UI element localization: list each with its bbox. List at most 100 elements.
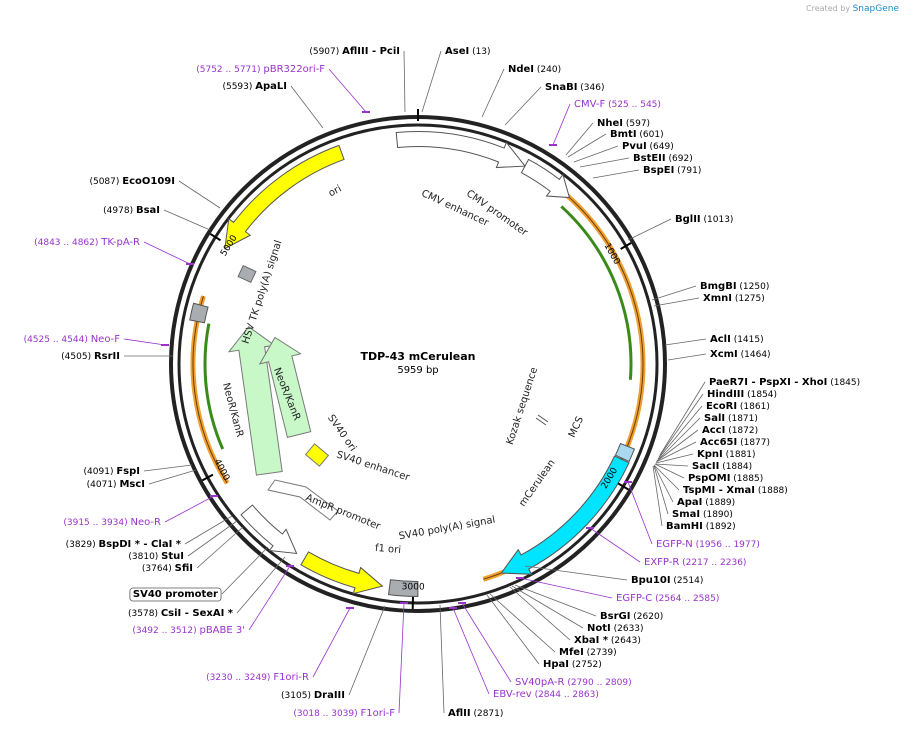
restriction-site[interactable]: Bpu10I (2514): [524, 565, 703, 586]
restriction-site[interactable]: BstEII (692): [579, 153, 693, 168]
site-leader: [489, 593, 556, 653]
site-label: (4843 .. 4862) TK-pA-R: [34, 237, 140, 248]
restriction-site[interactable]: KpnI (1881): [655, 449, 756, 464]
restriction-site[interactable]: BmtI (601): [567, 129, 664, 158]
site-label: SalI (1871): [704, 413, 758, 424]
site-leader: [627, 481, 653, 545]
restriction-site[interactable]: (5087) EcoO109I: [89, 176, 221, 209]
primer-site[interactable]: EXFP-R (2217 .. 2236): [586, 527, 746, 568]
primer-site[interactable]: (3018 .. 3039) F1ori-F: [293, 602, 408, 719]
restriction-site[interactable]: NdeI (240): [481, 64, 561, 118]
restriction-site[interactable]: XmnI (1275): [653, 293, 765, 307]
restriction-site[interactable]: (3764) SfiI: [142, 526, 244, 574]
callout-box: [129, 587, 222, 602]
restriction-site[interactable]: BglII (1013): [627, 214, 733, 241]
site-label: XmnI (1275): [703, 293, 765, 304]
restriction-site[interactable]: (4091) FspI: [84, 464, 193, 477]
restriction-site[interactable]: (4505) RsrII: [61, 351, 173, 362]
kozak-marker-1: [535, 417, 547, 426]
restriction-site[interactable]: NheI (597): [565, 118, 650, 156]
restriction-site[interactable]: PaeR7I - PspXI - XhoI (1845): [659, 377, 860, 456]
site-label: PaeR7I - PspXI - XhoI (1845): [709, 377, 860, 388]
restriction-site[interactable]: SmaI (1890): [653, 465, 733, 520]
site-leader: [461, 602, 512, 683]
restriction-site[interactable]: (3105) DraIII: [281, 605, 386, 701]
site-leader: [589, 527, 641, 563]
restriction-site[interactable]: (5593) ApaLI: [222, 81, 324, 129]
site-leader: [653, 465, 669, 515]
restriction-site[interactable]: HindIII (1854): [658, 389, 777, 458]
site-leader: [592, 169, 640, 179]
restriction-site[interactable]: (3810) StuI: [128, 520, 238, 562]
restriction-site[interactable]: Acc65I (1877): [655, 437, 770, 463]
restriction-site[interactable]: (3829) BspDI * - ClaI *: [66, 515, 233, 550]
site-leader: [654, 463, 685, 479]
feature-cmv-enhancer: [395, 131, 526, 169]
restriction-site[interactable]: (4071) MscI: [87, 469, 197, 490]
site-label: SacII (1884): [692, 461, 752, 472]
primer-site[interactable]: EGFP-C (2564 .. 2585): [516, 577, 719, 604]
primer-site[interactable]: (3915 .. 3934) Neo-R: [63, 495, 218, 528]
site-leader: [656, 429, 699, 462]
restriction-site[interactable]: HpaI (2752): [486, 594, 602, 670]
restriction-site[interactable]: XbaI * (2643): [509, 586, 641, 646]
primer-site[interactable]: SV40pA-R (2790 .. 2809): [458, 602, 632, 688]
restriction-site[interactable]: PspOMI (1885): [654, 463, 763, 484]
primer-site[interactable]: EGFP-N (1956 .. 1977): [624, 481, 760, 550]
restriction-site[interactable]: (3578) CsiI - SexAI *: [128, 556, 286, 619]
site-label: PspOMI (1885): [688, 473, 763, 484]
feature-label: SV40 poly(A) signal: [398, 515, 496, 543]
feature-f1-ori: [300, 551, 384, 595]
restriction-site[interactable]: BmgBI (1250): [651, 281, 769, 301]
site-leader: [651, 285, 697, 301]
primer-site[interactable]: (4525 .. 4544) Neo-F: [24, 334, 169, 346]
restriction-site[interactable]: AflII (2871): [439, 604, 503, 719]
restriction-site[interactable]: ApaI (1889): [653, 464, 735, 508]
restriction-site[interactable]: SacII (1884): [654, 461, 752, 472]
restriction-site[interactable]: PvuI (649): [573, 141, 674, 163]
restriction-site[interactable]: BspEI (791): [592, 165, 701, 179]
mcerulean-orf-arc: [482, 183, 646, 582]
primer-site[interactable]: CMV-F (525 .. 545): [549, 99, 661, 146]
site-leader: [486, 594, 540, 665]
restriction-site[interactable]: MfeI (2739): [489, 593, 617, 658]
site-leader: [187, 520, 238, 557]
tick-label: 5000: [219, 233, 240, 258]
feature-ampr-promoter: [240, 504, 298, 555]
site-label: Acc65I (1877): [700, 437, 770, 448]
primer-site[interactable]: (5752 .. 5771) pBR322ori-F: [196, 64, 370, 113]
restriction-site[interactable]: AseI (13): [421, 46, 491, 113]
primer-site[interactable]: (3230 .. 3249) F1ori-R: [206, 607, 354, 683]
restriction-site[interactable]: SnaBI (346): [504, 82, 604, 126]
site-label: AclI (1415): [710, 334, 764, 345]
restriction-site[interactable]: BamHI (1892): [652, 465, 736, 532]
restriction-site[interactable]: SalI (1871): [656, 413, 758, 462]
site-label: PvuI (649): [622, 141, 674, 152]
sv40-promoter-label: SV40 promoter: [133, 589, 218, 600]
restriction-site[interactable]: BsrGI (2620): [514, 584, 663, 622]
site-leader: [519, 577, 613, 599]
primer-site[interactable]: (3492 .. 3512) pBABE 3': [132, 565, 294, 636]
site-label: AflII (2871): [448, 708, 503, 719]
restriction-site[interactable]: EcoRI (1861): [657, 401, 770, 460]
kozak-marker-2: [537, 414, 549, 423]
restriction-site[interactable]: AclI (1415): [664, 334, 764, 346]
restriction-site[interactable]: (4978) BsaI: [103, 205, 211, 231]
feature-label: HSV TK poly(A) signal: [241, 239, 285, 345]
site-label: (5907) AflIII - PciI: [309, 46, 400, 57]
primer-site[interactable]: EBV-rev (2844 .. 2863): [449, 607, 599, 700]
feature-neor-kanr-outer: [227, 326, 283, 476]
restriction-site[interactable]: (5907) AflIII - PciI: [309, 46, 406, 113]
primer-site[interactable]: (4843 .. 4862) TK-pA-R: [34, 237, 194, 265]
restriction-site[interactable]: XcmI (1464): [667, 349, 771, 361]
feature-callout[interactable]: SV40 promoter: [129, 546, 269, 602]
site-leader: [439, 604, 445, 714]
mcerulean-orf-core: [483, 184, 644, 580]
restriction-site[interactable]: AccI (1872): [656, 425, 758, 462]
restriction-site[interactable]: TspMI - XmaI (1888): [653, 464, 788, 496]
site-leader: [573, 145, 619, 163]
site-leader: [148, 469, 197, 485]
orf-frame-arc-2: [203, 323, 225, 450]
feature-label: NeoR/KanR: [220, 382, 245, 439]
restriction-site[interactable]: NotI (2633): [511, 585, 644, 634]
